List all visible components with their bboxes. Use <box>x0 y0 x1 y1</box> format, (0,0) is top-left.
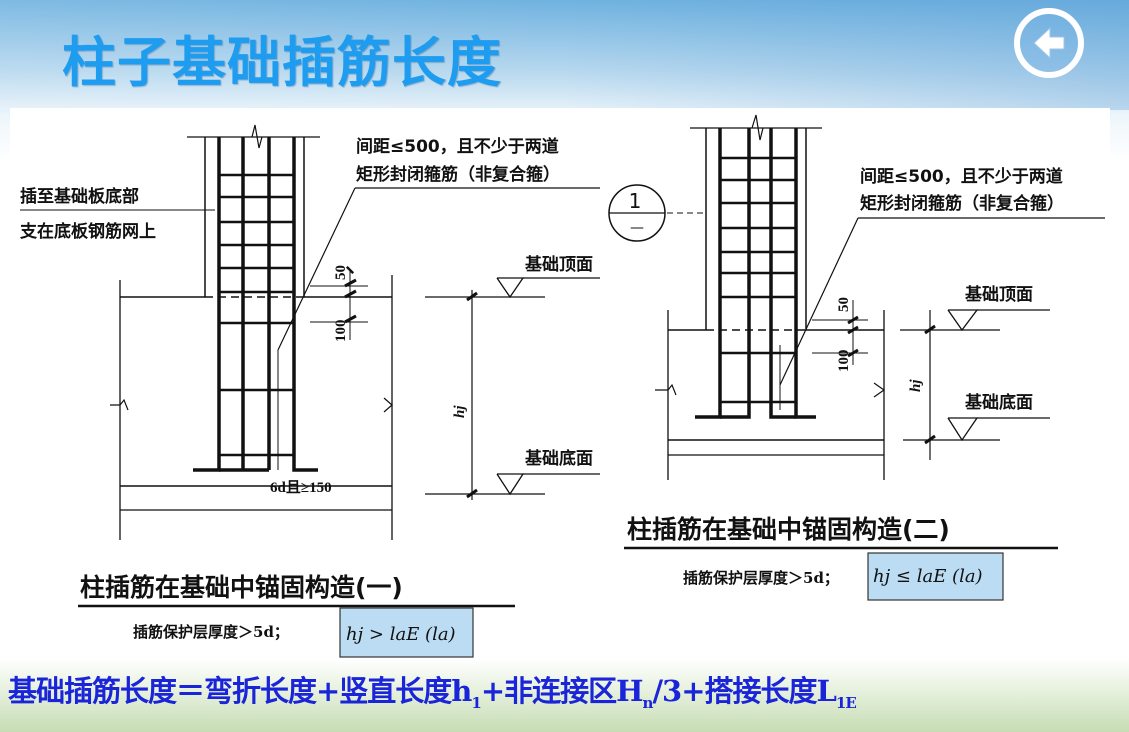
formula-mid: +非连接区H <box>480 674 644 708</box>
section-mark-number: 1 <box>629 189 642 213</box>
formula-box-2: hj ≤ laE (la) <box>873 566 983 587</box>
foundation-bottom-label-2: 基础底面 <box>964 392 1033 413</box>
formula-mid2: /3+搭接长度L <box>652 674 836 708</box>
cover-condition-1: 插筋保护层厚度＞5d； <box>133 623 289 641</box>
caption-2: 柱插筋在基础中锚固构造(二) <box>627 515 950 544</box>
dim-50-2: 50 <box>836 297 852 312</box>
back-button[interactable] <box>1014 8 1084 78</box>
header-background <box>0 0 1129 110</box>
dim-100: 100 <box>333 320 349 343</box>
note-insert-to-bottom: 插至基础板底部 <box>20 186 139 207</box>
cover-condition-2: 插筋保护层厚度＞5d； <box>683 569 839 587</box>
dim-50: 50 <box>333 265 349 280</box>
hj-label-2: hj <box>908 379 924 392</box>
foundation-bottom-label: 基础底面 <box>524 448 593 469</box>
foundation-top-label-2: 基础顶面 <box>964 284 1033 305</box>
column-rebars-2 <box>695 128 816 419</box>
diagram-2 <box>608 114 1105 550</box>
stirrups <box>219 173 294 457</box>
diagram-panel <box>10 108 1110 548</box>
foundation-top-label: 基础顶面 <box>524 254 593 275</box>
column-rebars <box>193 137 318 472</box>
section-mark-sheet: — <box>630 220 644 236</box>
diagram-1-labels: 插至基础板底部 支在底板钢筋网上 间距≤500，且不少于两道 矩形封闭箍筋（非复… <box>20 136 593 658</box>
caption-1: 柱插筋在基础中锚固构造(一) <box>80 573 403 602</box>
note-support-on-mesh: 支在底板钢筋网上 <box>20 221 156 242</box>
note-stirrup-type: 矩形封闭箍筋（非复合箍） <box>356 164 560 185</box>
note-stirrup-type-2: 矩形封闭箍筋（非复合箍） <box>860 193 1064 214</box>
insert-rebar-length-formula: 基础插筋长度＝弯折长度+竖直长度h1+非连接区Hn/3+搭接长度L1E <box>8 668 857 712</box>
formula-main: 基础插筋长度＝弯折长度+竖直长度h <box>8 674 472 708</box>
hj-label: hj <box>452 405 468 418</box>
note-stirrup-spacing-2: 间距≤500，且不少于两道 <box>860 166 1063 187</box>
diagram-1 <box>20 124 600 608</box>
hook-length-label: 6d且≥150 <box>270 479 332 496</box>
back-arrow-icon <box>1033 26 1065 60</box>
dim-100-2: 100 <box>836 350 852 373</box>
formula-box-1: hj > laE (la) <box>346 624 456 645</box>
stirrups-2 <box>720 156 796 404</box>
highlight-box-1 <box>339 607 474 658</box>
diagram-2-labels: 1 — 间距≤500，且不少于两道 矩形封闭箍筋（非复合箍） 50 100 基础… <box>627 166 1064 601</box>
formula-L-subscript: 1E <box>835 693 857 712</box>
highlight-box-2 <box>867 552 1004 601</box>
note-stirrup-spacing: 间距≤500，且不少于两道 <box>356 136 559 157</box>
slide-title: 柱子基础插筋长度 <box>62 31 502 94</box>
formula-h-subscript: 1 <box>471 693 481 712</box>
formula-H-subscript: n <box>642 693 654 712</box>
